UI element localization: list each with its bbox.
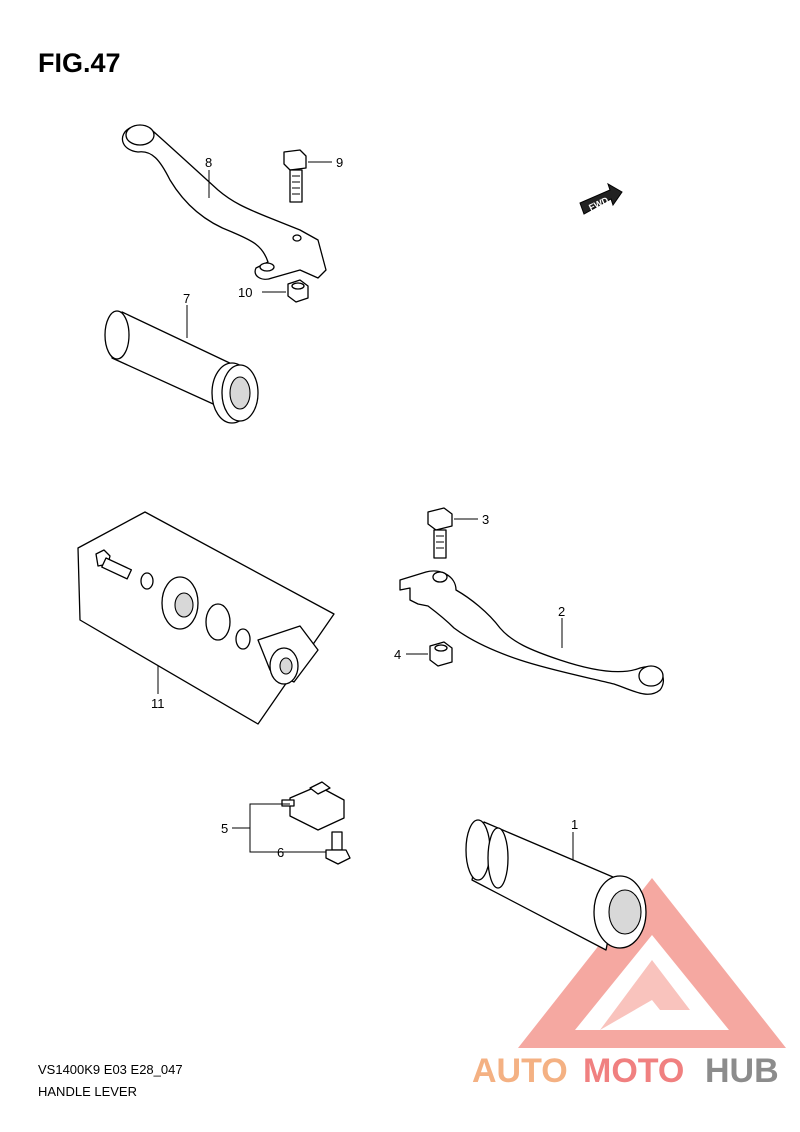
callout-3: 3 (482, 512, 489, 527)
callout-9: 9 (336, 155, 343, 170)
watermark-triangle (518, 878, 786, 1048)
callout-8: 8 (205, 155, 212, 170)
part-3-bolt (427, 507, 453, 559)
fwd-arrow-icon: FWD (579, 182, 623, 215)
part-9-bolt (283, 149, 307, 203)
callout-7: 7 (183, 291, 190, 306)
watermark-hub: HUB (705, 1052, 779, 1090)
figure-title: FIG.47 (38, 48, 121, 78)
callout-6: 6 (277, 845, 284, 860)
part-10-nut (287, 279, 309, 303)
part-7-grip (104, 310, 259, 424)
watermark-auto: AUTO (472, 1052, 568, 1090)
part-1-throttle-grip (465, 819, 647, 951)
part-6-screw (325, 831, 351, 865)
part-8-lever (121, 124, 327, 280)
callout-labels: 1 2 3 4 5 6 7 8 9 10 11 (151, 155, 578, 860)
callout-11: 11 (151, 696, 165, 711)
callout-4: 4 (394, 647, 401, 662)
callout-1: 1 (571, 817, 578, 832)
watermark-moto: MOTO (583, 1052, 684, 1090)
part-11-kit-contents (95, 549, 319, 685)
leader-lines (157, 161, 574, 860)
callout-5: 5 (221, 821, 228, 836)
watermark-logo: AUTO MOTO HUB (472, 1052, 779, 1090)
part-2-lever (399, 570, 664, 695)
callout-2: 2 (558, 604, 565, 619)
callout-10: 10 (238, 285, 252, 300)
part-5-switch (281, 781, 345, 831)
model-code: VS1400K9 E03 E28_047 (38, 1062, 183, 1077)
part-4-nut (429, 641, 453, 667)
section-name: HANDLE LEVER (38, 1084, 137, 1099)
